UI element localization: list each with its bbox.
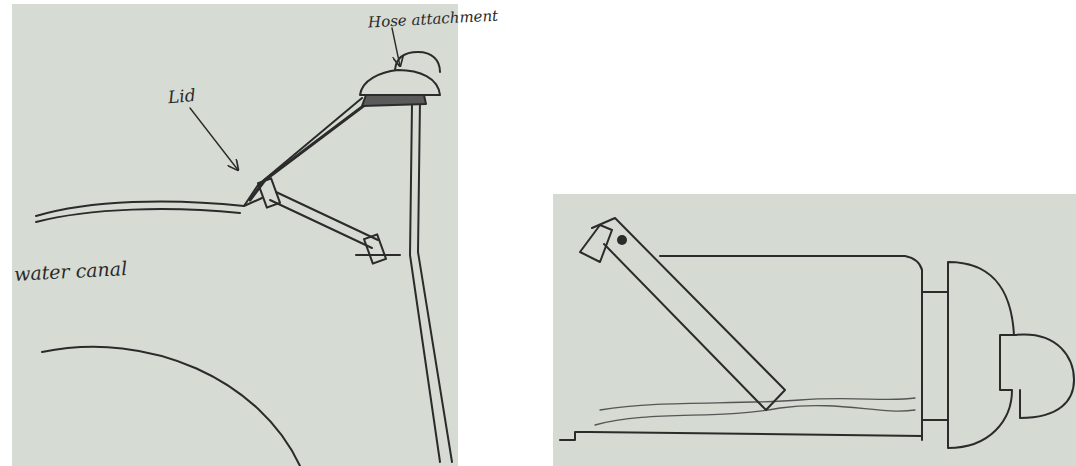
water-line: [595, 406, 915, 425]
hose-dome: [360, 70, 440, 95]
leader-arrow: [392, 28, 400, 66]
part-label: Lid: [167, 87, 196, 106]
part-label: Hose attachment: [368, 9, 499, 31]
spout-step: [356, 254, 400, 256]
tube-neck: [922, 292, 948, 420]
lever-hinge: [580, 225, 612, 262]
water-line: [600, 398, 915, 410]
canal-inner-line: [36, 209, 240, 222]
hose-tip: [395, 52, 440, 72]
cross-bar: [270, 192, 378, 248]
spout-right-wall: [418, 100, 452, 462]
canal-curve: [42, 347, 300, 466]
tube-bottom: [560, 432, 922, 440]
paper-right: [553, 194, 1076, 466]
bar-clamp: [258, 178, 280, 207]
lever-arm: [592, 218, 785, 410]
hose-dome-large: [948, 262, 1014, 448]
hose-collar: [362, 95, 426, 106]
canal-top-line: [36, 198, 262, 216]
hose-dome-small: [1014, 334, 1074, 418]
paper-left: [12, 4, 458, 466]
bar-clamp: [364, 234, 386, 263]
tube-top: [660, 256, 922, 270]
tube-end: [921, 270, 923, 440]
pivot-pin: [617, 235, 627, 245]
lid-edge: [250, 104, 366, 200]
leader-arrow: [190, 108, 238, 170]
spout-right-inner: [410, 104, 440, 462]
